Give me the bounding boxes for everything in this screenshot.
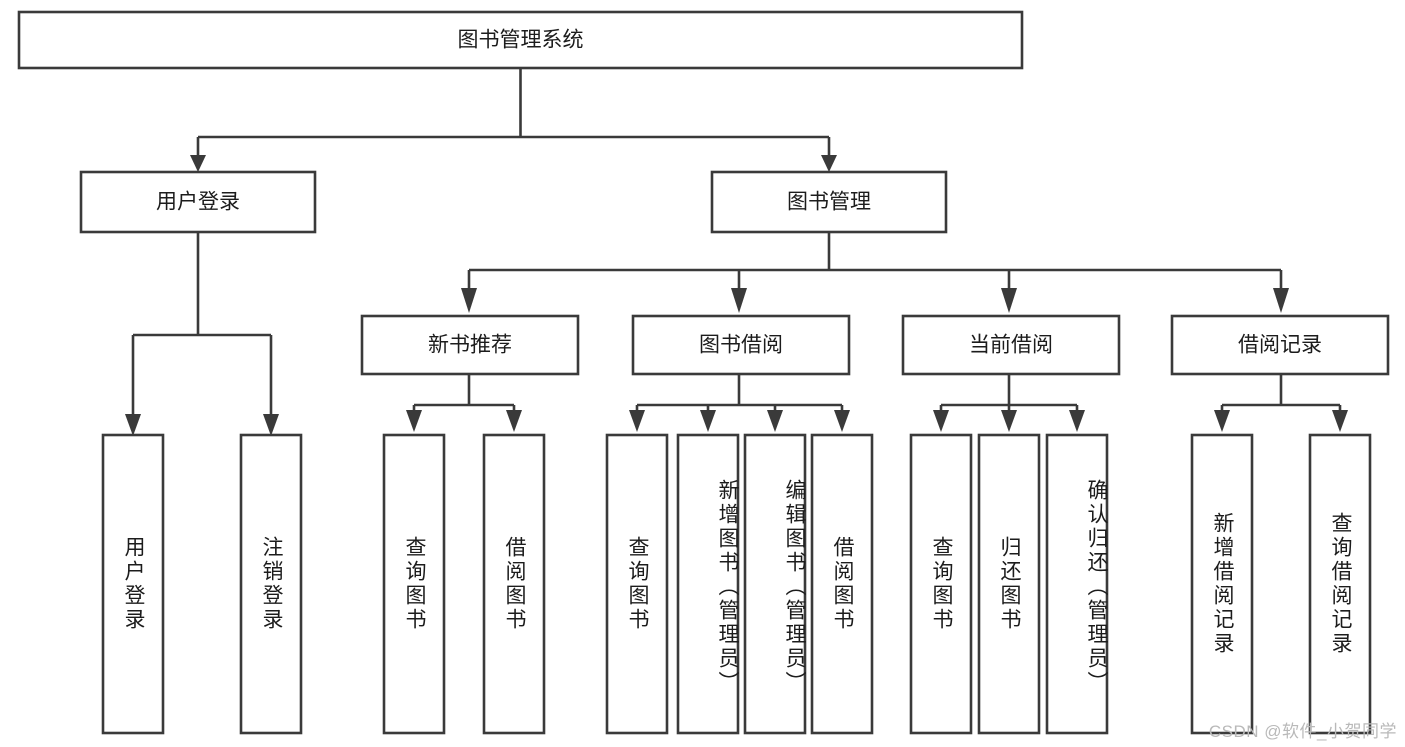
node-root-label: 图书管理系统: [458, 29, 584, 52]
arrow-head-current-borrow: [1001, 288, 1017, 313]
leaf-box-user-login[interactable]: [101, 433, 165, 735]
node-current-borrow-label: 当前借阅: [969, 334, 1053, 357]
node-root-system[interactable]: 图书管理系统: [17, 10, 1024, 70]
leaf-box-cb-return-book[interactable]: [977, 433, 1041, 735]
leaf-box-br-query-record[interactable]: [1308, 433, 1372, 735]
node-book-borrow-box[interactable]: [631, 314, 851, 376]
node-current-borrow-box[interactable]: [901, 314, 1121, 376]
leaf-box-group: [101, 433, 1372, 735]
connector-group-root-to-level1: [190, 68, 837, 172]
leaf-box-cb-query-book[interactable]: [909, 433, 973, 735]
node-user-login[interactable]: 用户登录: [79, 170, 317, 234]
node-borrow-record-label: 借阅记录: [1238, 334, 1322, 357]
arrow-head-user-login: [190, 155, 206, 172]
node-new-book-recommend-label: 新书推荐: [428, 334, 512, 357]
node-book-management[interactable]: 图书管理: [710, 170, 948, 234]
arrow-head-cb-leaf-3: [1069, 410, 1085, 432]
leaf-box-bb-edit-book[interactable]: [743, 433, 807, 735]
connector-group-book-management-to-level2: [461, 232, 1289, 313]
arrow-head-leaf-user-login: [125, 414, 141, 436]
leaf-box-logout[interactable]: [239, 433, 303, 735]
arrow-head-bb-leaf-2: [700, 410, 716, 432]
connector-group-borrow-record-to-leaves: [1214, 374, 1348, 432]
node-root-box[interactable]: [17, 10, 1024, 70]
leaf-box-nb-query-book[interactable]: [382, 433, 446, 735]
connector-group-current-borrow-to-leaves: [933, 374, 1085, 432]
leaf-box-cb-confirm-return[interactable]: [1045, 433, 1109, 735]
node-borrow-record[interactable]: 借阅记录: [1170, 314, 1390, 376]
connector-group-book-borrow-to-leaves: [629, 374, 850, 432]
node-book-borrow-label: 图书借阅: [699, 334, 783, 357]
arrow-head-br-leaf-2: [1332, 410, 1348, 432]
node-new-book-recommend[interactable]: 新书推荐: [360, 314, 580, 376]
leaf-box-br-add-record[interactable]: [1190, 433, 1254, 735]
arrow-head-borrow-record: [1273, 288, 1289, 313]
arrow-head-bb-leaf-4: [834, 410, 850, 432]
arrow-head-cb-leaf-2: [1001, 410, 1017, 432]
node-user-login-label: 用户登录: [156, 191, 240, 214]
arrow-head-new-book: [461, 288, 477, 313]
arrow-head-book-borrow: [731, 288, 747, 313]
leaf-box-bb-query-book[interactable]: [605, 433, 669, 735]
node-borrow-record-box[interactable]: [1170, 314, 1390, 376]
arrow-head-nb-leaf-2: [506, 410, 522, 432]
arrow-head-bb-leaf-3: [767, 410, 783, 432]
connector-group-new-book-to-leaves: [406, 374, 522, 432]
node-user-login-box[interactable]: [79, 170, 317, 234]
connector-group-user-login-to-leaves: [125, 232, 279, 436]
arrow-head-bb-leaf-1: [629, 410, 645, 432]
node-current-borrow[interactable]: 当前借阅: [901, 314, 1121, 376]
leaf-box-nb-borrow-book[interactable]: [482, 433, 546, 735]
leaf-box-bb-borrow-book[interactable]: [810, 433, 874, 735]
watermark-text: CSDN @软件_小贺同学: [1208, 722, 1397, 741]
node-new-book-recommend-box[interactable]: [360, 314, 580, 376]
arrow-head-leaf-logout: [263, 414, 279, 436]
node-book-management-box[interactable]: [710, 170, 948, 234]
arrow-head-nb-leaf-1: [406, 410, 422, 432]
arrow-head-cb-leaf-1: [933, 410, 949, 432]
node-book-borrow[interactable]: 图书借阅: [631, 314, 851, 376]
node-book-management-label: 图书管理: [787, 191, 871, 214]
arrow-head-book-management: [821, 155, 837, 172]
leaf-box-bb-add-book[interactable]: [676, 433, 740, 735]
arrow-head-br-leaf-1: [1214, 410, 1230, 432]
